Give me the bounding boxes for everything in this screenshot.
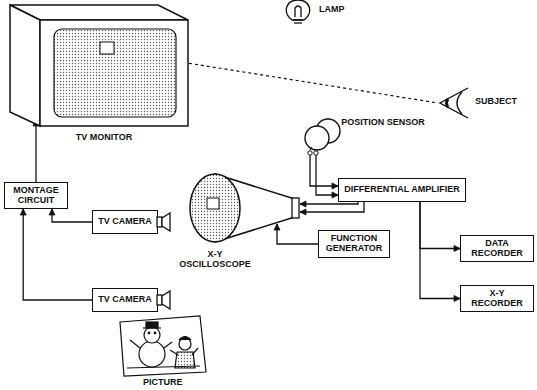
signal-connector xyxy=(420,202,460,302)
block-box: DATA RECORDER xyxy=(460,235,534,262)
signal-connector xyxy=(33,120,39,182)
node-label: X-Y RECORDER xyxy=(461,289,533,309)
eye-symbol xyxy=(440,88,468,118)
monitor-shape: TV MONITOR xyxy=(8,2,194,147)
camera-lens xyxy=(157,212,171,232)
node-label: POSITION SENSOR xyxy=(338,118,428,128)
signal-connector xyxy=(274,224,318,244)
signal-connector xyxy=(420,202,460,252)
node-label: DATA RECORDER xyxy=(461,239,533,259)
part-label: PICTURE xyxy=(142,378,184,388)
node-label: TV CAMERA xyxy=(96,217,154,227)
oscilloscope-outline xyxy=(185,168,300,248)
signal-connector xyxy=(20,209,92,300)
node-label: MONTAGE CIRCUIT xyxy=(5,186,67,206)
lamp-symbol xyxy=(286,0,309,23)
block-box: MONTAGE CIRCUIT xyxy=(4,182,68,209)
signal-connector xyxy=(300,201,364,215)
node-label: TV MONITOR xyxy=(64,133,144,143)
part-label: SUBJECT xyxy=(474,97,518,107)
monitor-outline xyxy=(8,2,194,130)
node-label: X-Y OSCILLOSCOPE xyxy=(177,250,253,270)
signal-connector xyxy=(49,209,92,222)
signal-connector xyxy=(310,155,338,198)
node-label: DIFFERENTIAL AMPLIFIER xyxy=(342,185,462,195)
block-box: DIFFERENTIAL AMPLIFIER xyxy=(338,178,466,202)
node-label: TV CAMERA xyxy=(96,295,154,305)
picture-illustration xyxy=(120,316,206,376)
camera-box: TV CAMERA xyxy=(92,210,158,234)
block-box: FUNCTION GENERATOR xyxy=(318,230,390,258)
part-label: LAMP xyxy=(318,5,346,15)
block-box: X-Y RECORDER xyxy=(460,285,534,312)
sensor-shape: POSITION SENSOR xyxy=(300,116,430,162)
oscilloscope-shape: X-Y OSCILLOSCOPE xyxy=(185,168,300,276)
camera-box: TV CAMERA xyxy=(92,288,158,312)
camera-lens xyxy=(157,290,171,310)
node-label: FUNCTION GENERATOR xyxy=(319,234,389,254)
